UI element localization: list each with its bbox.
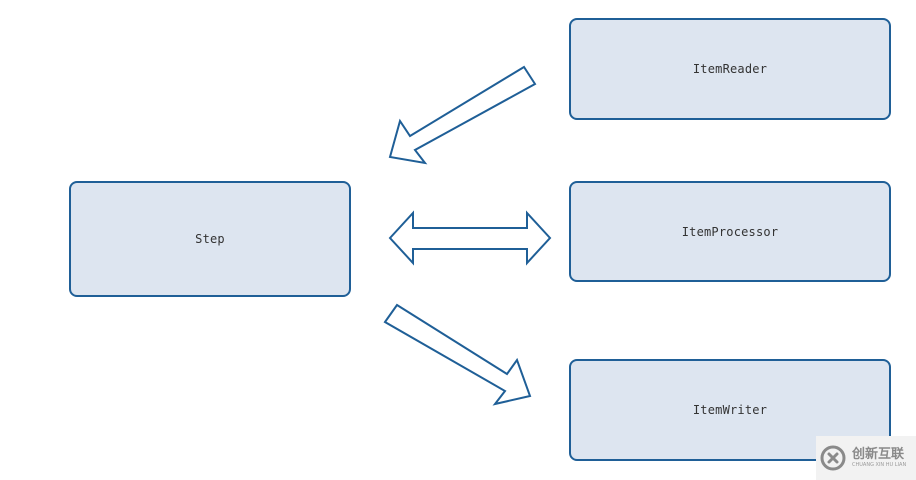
reader-to-step-arrow: [388, 65, 537, 165]
step-node: Step: [69, 181, 351, 297]
step-processor-double-arrow: [388, 210, 552, 266]
step-to-writer-arrow: [383, 303, 532, 406]
item-processor-label: ItemProcessor: [681, 224, 779, 239]
watermark: 创新互联 CHUANG XIN HU LIAN: [816, 436, 916, 480]
item-reader-node: ItemReader: [569, 18, 891, 120]
step-label: Step: [195, 232, 225, 246]
item-writer-label: ItemWriter: [692, 403, 768, 417]
watermark-subtext: CHUANG XIN HU LIAN: [852, 462, 907, 468]
item-reader-label: ItemReader: [692, 62, 768, 76]
watermark-text: 创新互联: [852, 447, 905, 462]
watermark-logo-icon: [820, 445, 846, 471]
item-processor-node: ItemProcessor: [569, 181, 891, 282]
